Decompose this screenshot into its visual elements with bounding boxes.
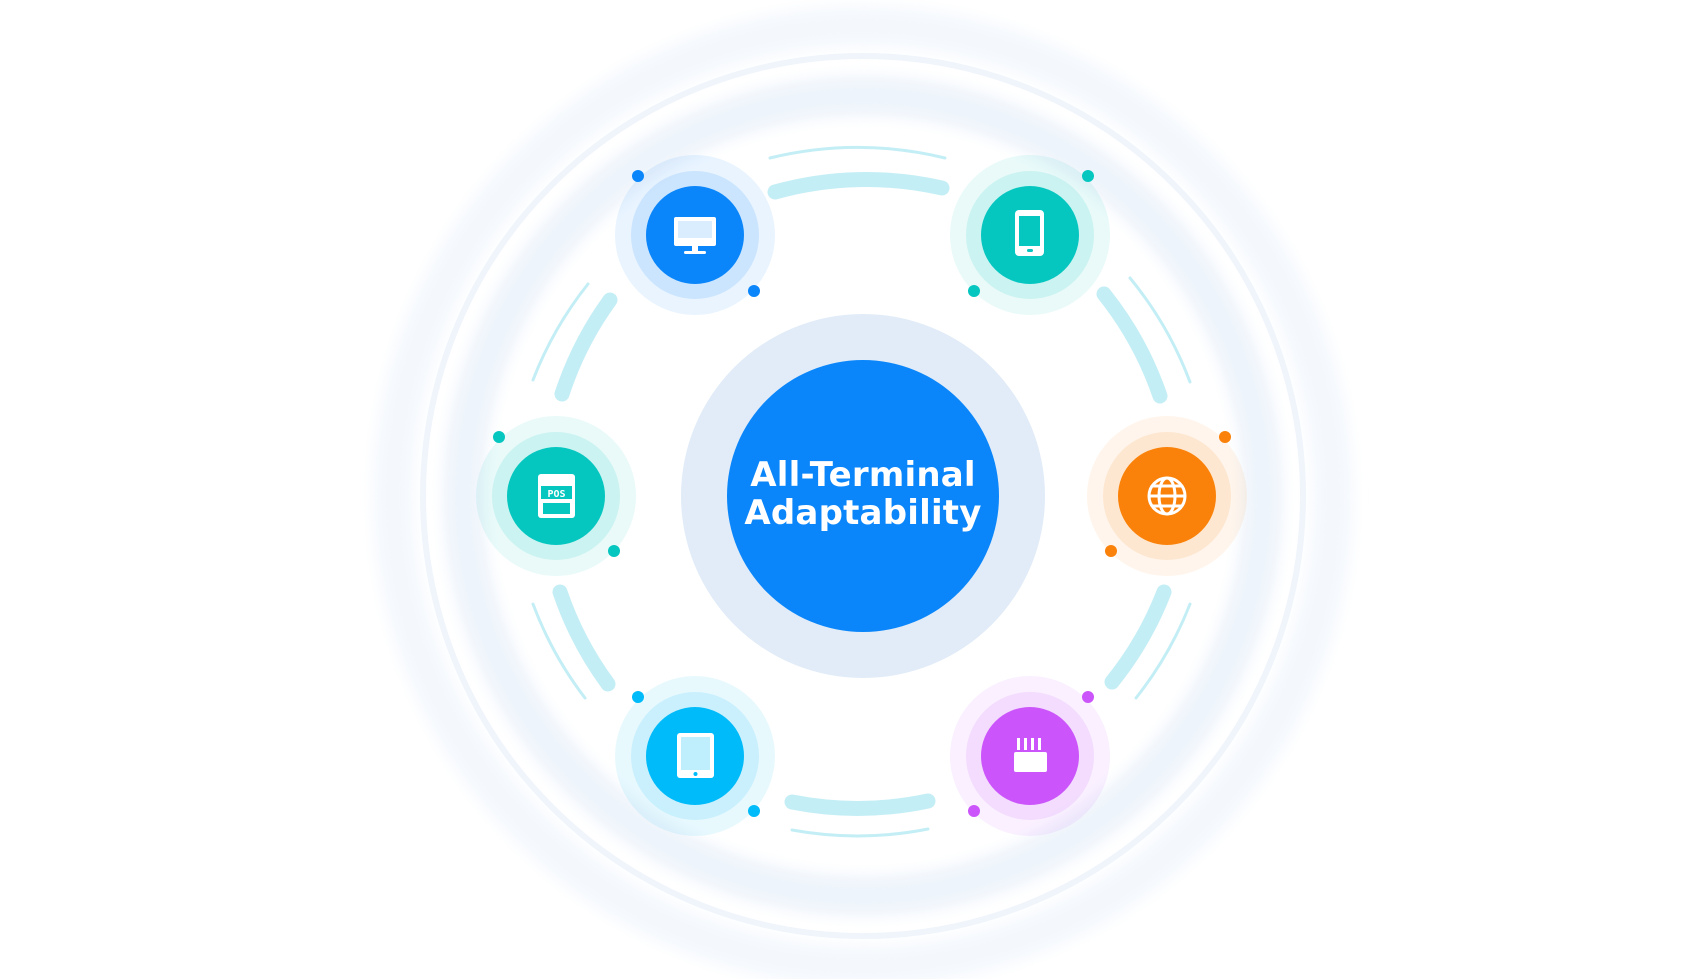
orbit-arc-upper-right-outer [1128, 276, 1192, 384]
orbit-dot [1082, 170, 1094, 182]
node-smart-device[interactable] [950, 676, 1110, 836]
orbit-dot [748, 285, 760, 297]
orbit-arc-lower-right-outer [1134, 602, 1192, 700]
orbit-dot [968, 805, 980, 817]
node-tablet[interactable] [615, 676, 775, 836]
pos-terminal-icon: POS [538, 474, 575, 518]
orbit-dot [1219, 431, 1231, 443]
orbit-arcs [531, 145, 1192, 838]
orbit-arc-lower-right [1104, 584, 1172, 690]
background-glow-rings [373, 6, 1353, 979]
orbit-arc-bottom [784, 793, 936, 816]
center-hub-label: All-Terminal Adaptability [727, 358, 999, 630]
orbit-dot [1105, 545, 1117, 557]
node-pos-terminal[interactable]: POS [476, 416, 636, 576]
center-hub-circle [727, 360, 999, 632]
tablet-icon [677, 733, 714, 778]
orbit-dot [632, 691, 644, 703]
orbit-arc-upper-left [554, 292, 618, 402]
hub-title-line1: All-Terminal [750, 455, 976, 495]
mobile-phone-icon [1015, 210, 1044, 256]
node-web[interactable] [1087, 416, 1247, 576]
pos-terminal-icon-label: POS [547, 489, 565, 500]
smart-device-icon [1014, 738, 1047, 772]
hub-title-line2: Adaptability [744, 493, 982, 533]
center-hub [681, 314, 1045, 678]
orbit-arc-upper-right [1096, 286, 1168, 404]
node-desktop[interactable] [615, 155, 775, 315]
orbit-dot [1082, 691, 1094, 703]
orbit-dot [493, 431, 505, 443]
orbit-arc-lower-left-outer [531, 602, 587, 700]
orbit-dot [632, 170, 644, 182]
orbit-arc-bottom-outer [790, 827, 930, 838]
orbit-arc-upper-left-outer [531, 282, 590, 382]
orbit-dot [968, 285, 980, 297]
orbit-arc-lower-left [552, 584, 616, 692]
orbit-arc-top-outer [768, 145, 947, 160]
orbit-dot [748, 805, 760, 817]
desktop-monitor-icon [674, 217, 716, 254]
orbit-dot [608, 545, 620, 557]
orbit-arc-top [767, 171, 950, 200]
globe-icon [1147, 476, 1187, 516]
node-mobile-phone[interactable] [950, 155, 1110, 315]
